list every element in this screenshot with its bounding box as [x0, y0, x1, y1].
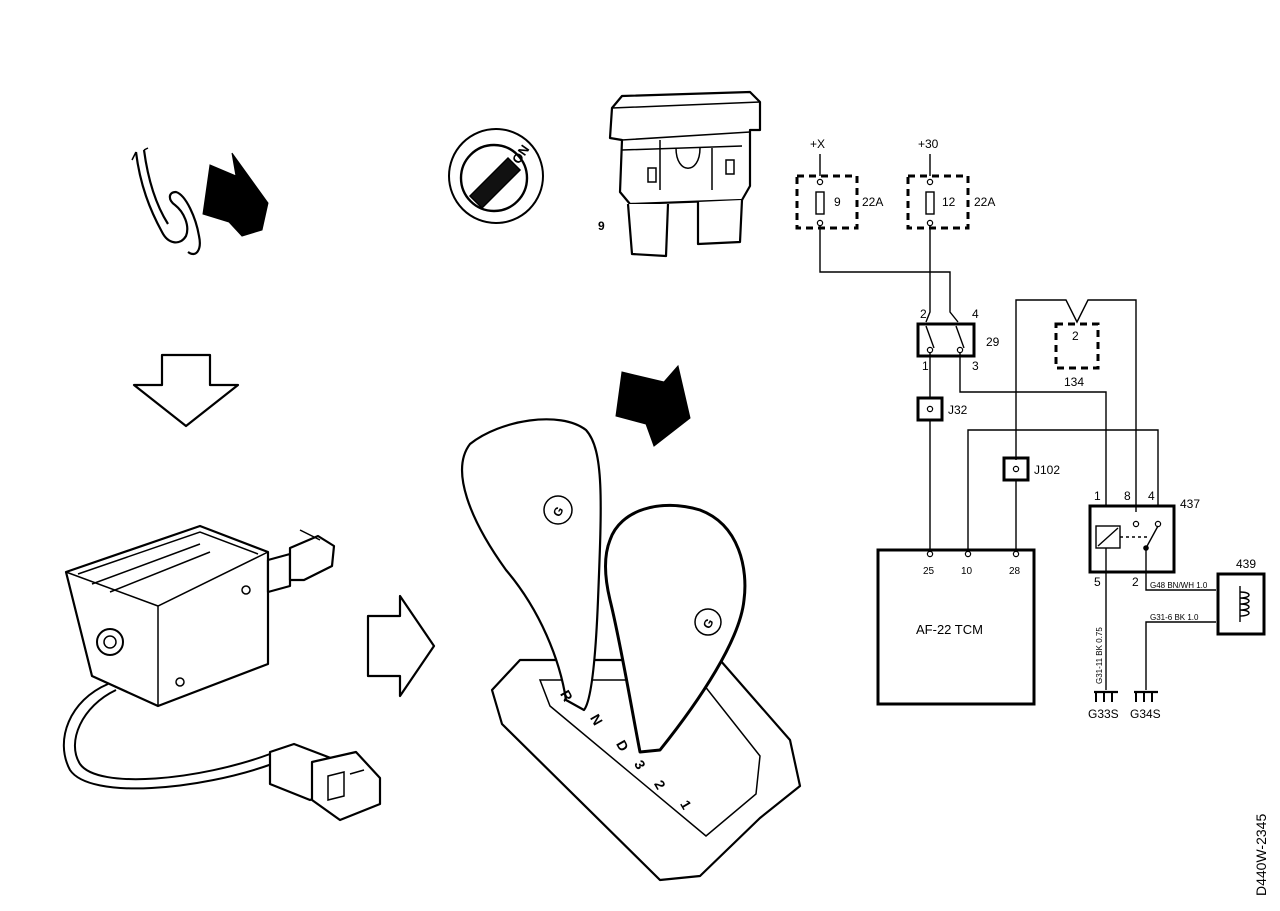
arrow-black-1	[202, 152, 269, 237]
solenoid-439	[1216, 572, 1266, 636]
comp134-label: 134	[1064, 375, 1084, 389]
retaining-clip-illustration	[131, 147, 201, 256]
relay-pin-5: 5	[1094, 575, 1101, 589]
fuse2-rating: 22A	[974, 195, 995, 209]
gear-selector-illustration: G G R N D 3 2 1	[461, 418, 802, 882]
relay-pin-8: 8	[1124, 489, 1131, 503]
wiring-schematic: +X +30 9 22A 12 22A 2 4 29 1 3 2	[795, 137, 1266, 721]
relay-pin-4: 4	[1148, 489, 1155, 503]
relay-id: 437	[1180, 497, 1200, 511]
ground-g34s-label: G34S	[1130, 707, 1161, 721]
arrow-open-down	[132, 353, 240, 428]
arrow-open-right	[366, 594, 436, 698]
comp134-pin: 2	[1072, 329, 1079, 343]
wire-label-c: G31-11 BK 0.75	[1095, 627, 1104, 684]
j32-label: J32	[948, 403, 968, 417]
component-134	[1054, 322, 1100, 370]
tcm-pin-25: 25	[923, 566, 935, 577]
ground-g34s-symbol	[1134, 690, 1158, 702]
tcm-label: AF-22 TCM	[916, 622, 983, 637]
solenoid-id: 439	[1236, 557, 1256, 571]
arrow-black-2	[615, 364, 691, 447]
fuse-number-label: 9	[598, 219, 605, 233]
wire-label-b: G31-6 BK 1.0	[1150, 613, 1199, 622]
relay-pin-1: 1	[1094, 489, 1101, 503]
interlock-solenoid-illustration	[62, 524, 382, 822]
switch-pin-1: 1	[922, 359, 929, 373]
fuse-box-1	[795, 174, 859, 230]
tcm-pin-10: 10	[961, 566, 973, 577]
ground-g33s-label: G33S	[1088, 707, 1119, 721]
fuse-box-2	[906, 174, 970, 230]
relay-pin-2: 2	[1132, 575, 1139, 589]
j102-label: J102	[1034, 463, 1060, 477]
brake-switch	[916, 322, 976, 358]
switch-pin-2: 2	[920, 307, 927, 321]
fuse1-rating: 22A	[862, 195, 883, 209]
tcm-pin-28: 28	[1009, 566, 1021, 577]
ground-g33s-symbol	[1094, 690, 1118, 702]
fuse2-number: 12	[942, 195, 956, 209]
switch-pin-3: 3	[972, 359, 979, 373]
supply-30-label: +30	[918, 137, 939, 151]
wire-label-a: G48 BN/WH 1.0	[1150, 581, 1208, 590]
ignition-switch-icon: ON	[448, 128, 544, 224]
switch-id: 29	[986, 335, 1000, 349]
relay-437	[1088, 504, 1176, 574]
switch-pin-4: 4	[972, 307, 979, 321]
figure-code: D440W-2345	[1253, 814, 1269, 896]
blade-fuse-illustration: 9	[598, 90, 762, 258]
supply-x-label: +X	[810, 137, 825, 151]
tcm-box	[876, 548, 1036, 706]
fuse1-number: 9	[834, 195, 841, 209]
